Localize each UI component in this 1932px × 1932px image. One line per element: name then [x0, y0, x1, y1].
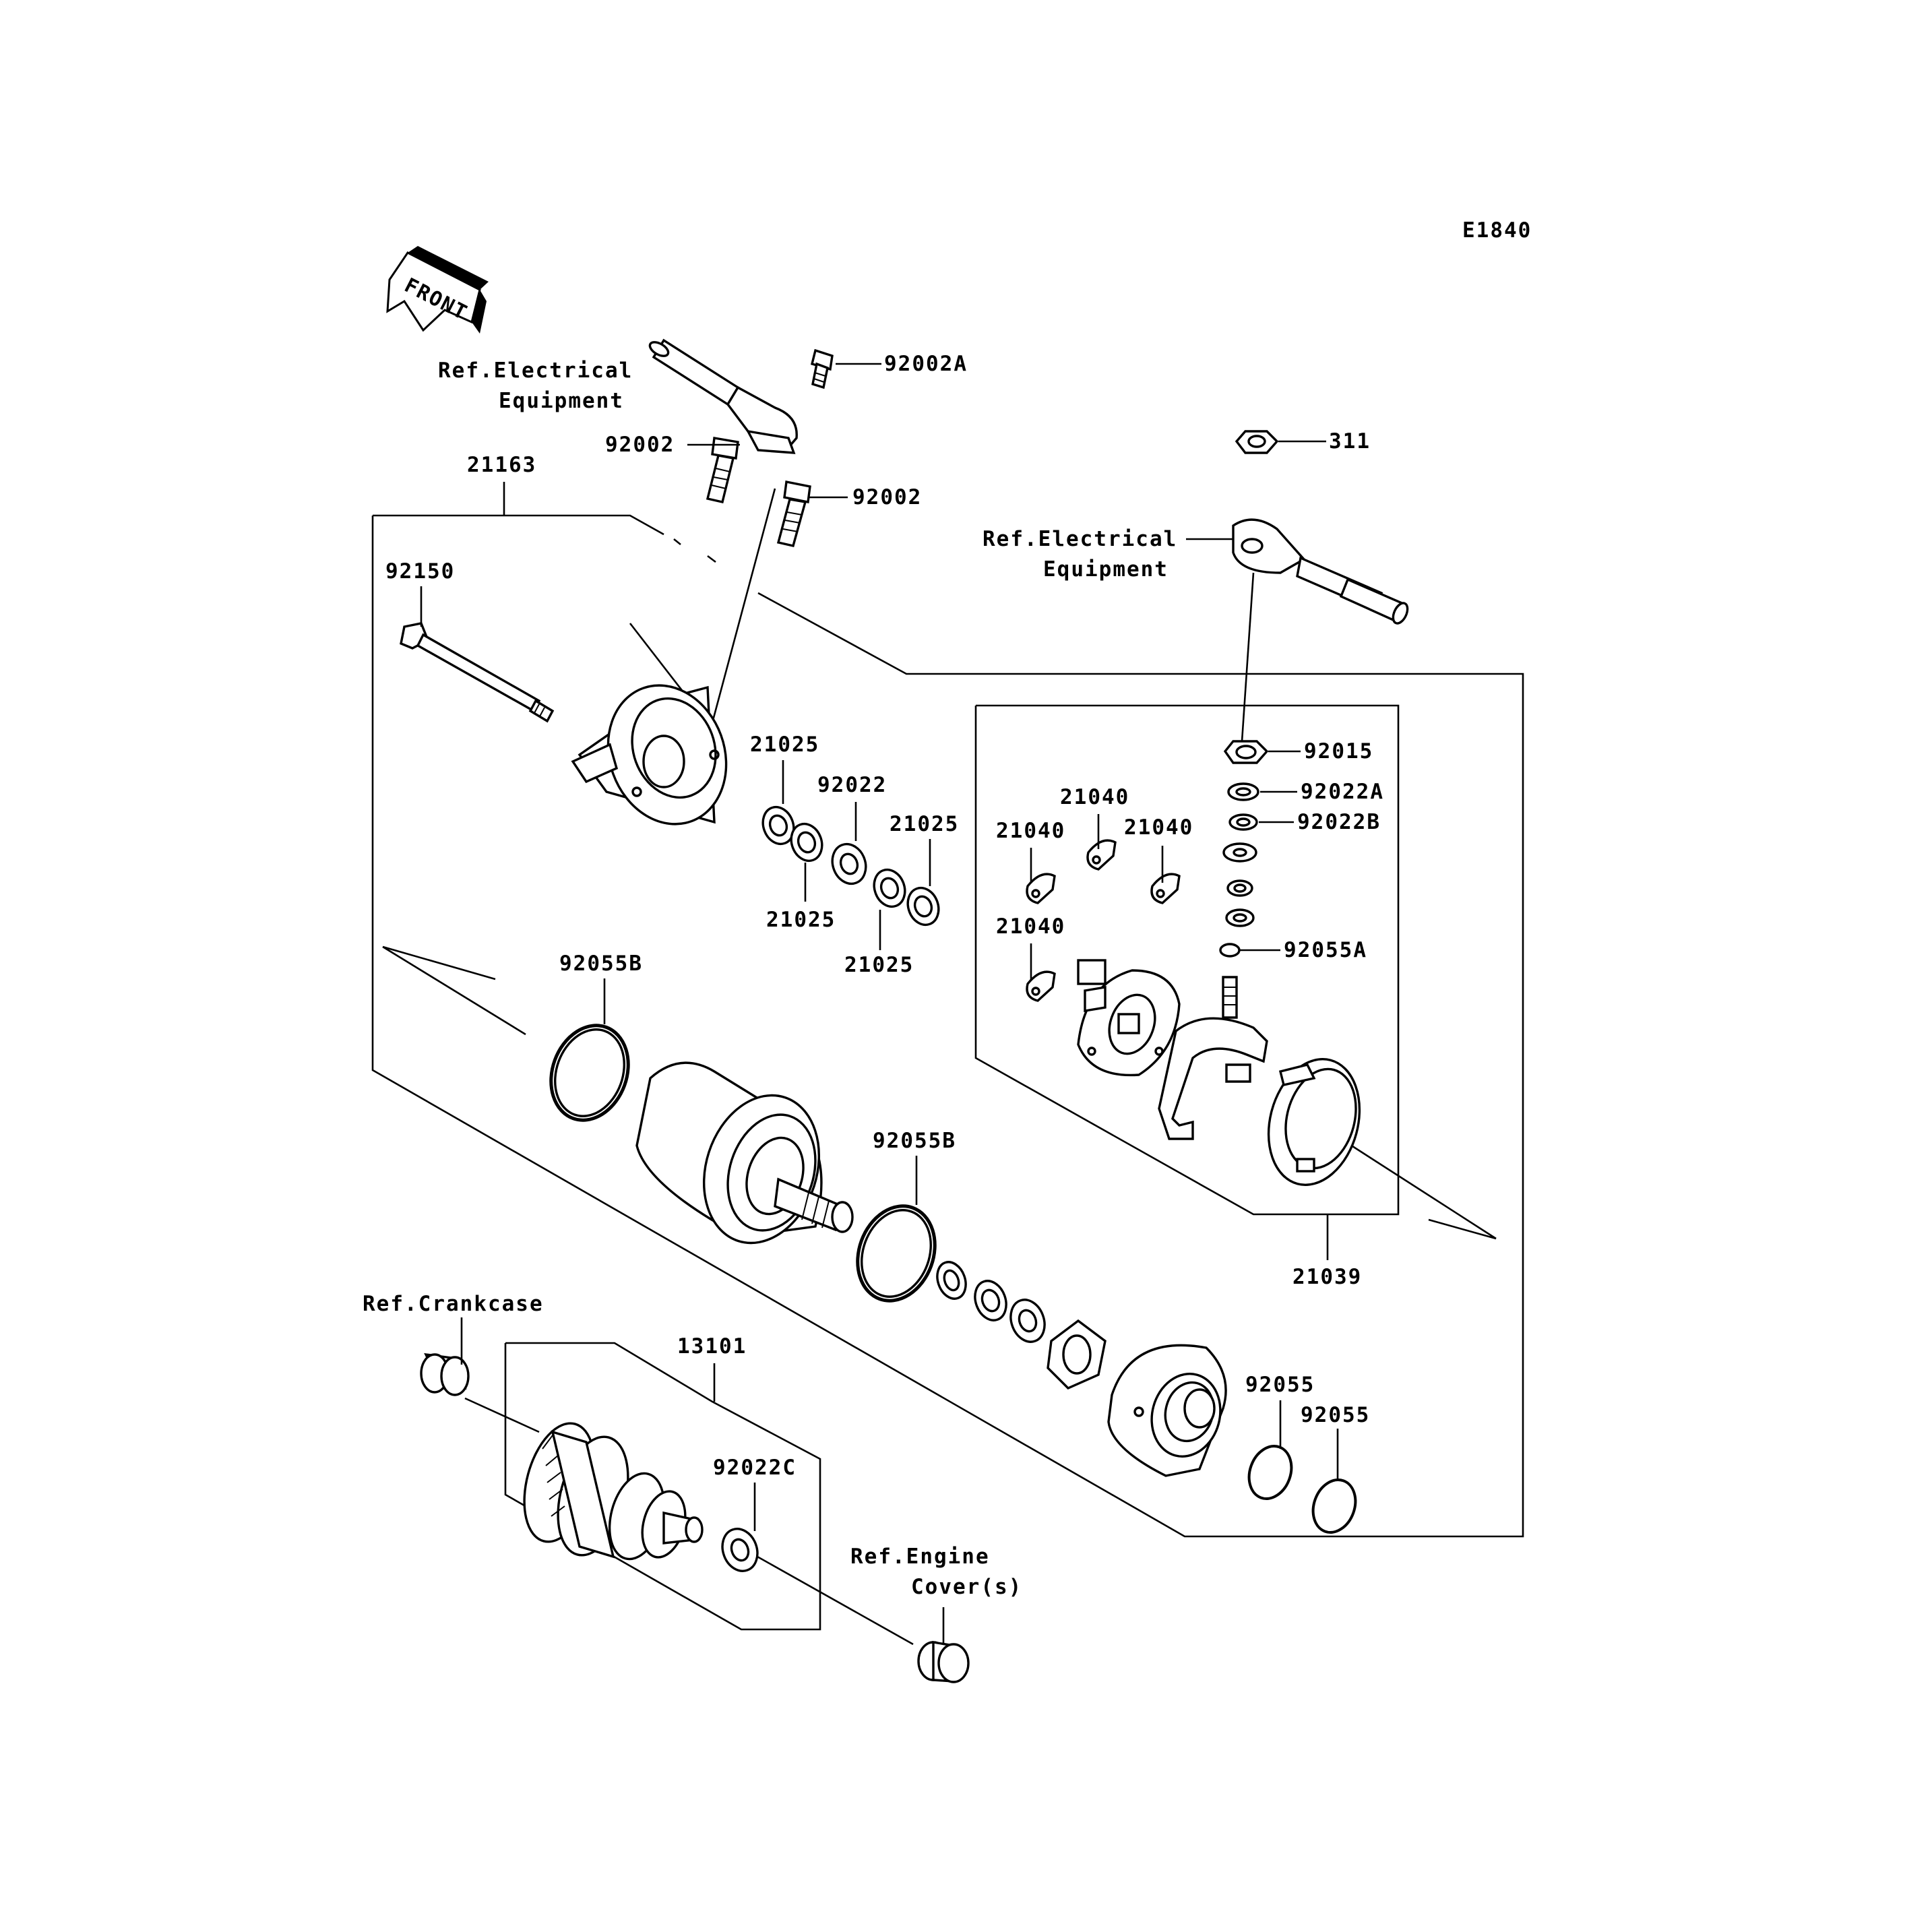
- part-label-21040-d: 21040: [996, 914, 1065, 939]
- crankcase-bushing: [420, 1352, 470, 1396]
- part-label-92002A: 92002A: [884, 352, 968, 376]
- o-ring-92055-a: [1247, 1445, 1293, 1500]
- washer-stack-3: [1225, 908, 1255, 927]
- diagram-code: E1840: [1462, 218, 1532, 243]
- part-label-92055B-middle: 92055B: [873, 1129, 956, 1153]
- part-label-21039: 21039: [1292, 1265, 1362, 1289]
- part-label-92022A: 92022A: [1301, 780, 1384, 804]
- washers-21025-92022: [761, 805, 940, 927]
- washer-hole: [1233, 913, 1247, 923]
- cable-right: [1232, 518, 1409, 625]
- washer-92022B: [1228, 813, 1258, 831]
- ref-engine-cover-line2: Cover(s): [911, 1575, 1022, 1599]
- assembly-frame-21039: [974, 704, 1400, 1216]
- washers-front: [936, 1261, 1107, 1390]
- o-ring-92055A: [1219, 943, 1241, 958]
- part-label-21025-a: 21025: [750, 733, 819, 757]
- ref-electrical-right-line1: Ref.Electrical: [983, 527, 1177, 551]
- washer-hole: [1235, 787, 1251, 797]
- washer-stack-1: [1222, 842, 1257, 863]
- part-label-21040-c: 21040: [1124, 815, 1193, 840]
- brush-spring-21040-b: [1086, 839, 1117, 871]
- part-label-92002-b: 92002: [852, 485, 922, 509]
- terminal-bracket: [1158, 976, 1268, 1140]
- bolt-92002-left: [706, 437, 739, 504]
- part-label-92022B: 92022B: [1297, 810, 1381, 834]
- o-ring-92055-b: [1311, 1478, 1357, 1534]
- o-ring-92055B-left: [549, 1024, 630, 1122]
- washer-hole: [730, 1538, 750, 1562]
- brush-spring-21040-d: [1026, 970, 1056, 1002]
- cable-left: [648, 338, 798, 454]
- brush-plate: [1077, 959, 1181, 1077]
- part-label-21025-d: 21025: [844, 953, 914, 977]
- washer-hole: [1233, 883, 1247, 893]
- part-label-92055B-left: 92055B: [559, 952, 643, 976]
- part-label-21025-b: 21025: [890, 812, 959, 836]
- part-label-92055-a: 92055: [1245, 1373, 1315, 1397]
- washer-hole: [1233, 848, 1247, 857]
- part-label-311: 311: [1329, 429, 1371, 454]
- part-label-92055-b: 92055: [1301, 1403, 1370, 1427]
- o-ring-inner: [554, 1028, 625, 1117]
- front-arrow-icon: FRONT: [386, 246, 489, 334]
- bolt-92002-right: [776, 480, 811, 548]
- part-label-92022: 92022: [817, 773, 887, 797]
- washer-hole: [1236, 817, 1251, 827]
- washer-92022A: [1227, 782, 1259, 801]
- idle-gear-13101: [523, 1422, 704, 1561]
- assembly-frame-21163: [371, 514, 1524, 1538]
- part-label-92055A: 92055A: [1284, 938, 1367, 962]
- part-label-21025-c: 21025: [766, 908, 836, 932]
- brush-spring-21040-a: [1026, 873, 1056, 904]
- part-label-21040-a: 21040: [996, 819, 1065, 843]
- leader-lines: [420, 363, 1339, 1644]
- o-ring-inner: [861, 1209, 932, 1298]
- ref-electrical-right-line2: Equipment: [1043, 557, 1168, 582]
- o-ring-92055B-middle: [856, 1204, 937, 1303]
- part-label-21163: 21163: [467, 453, 536, 477]
- front-end-cover: [1107, 1344, 1227, 1477]
- part-label-92150: 92150: [385, 559, 455, 584]
- guide-lines: [382, 488, 1497, 1646]
- yoke-ring: [1267, 1058, 1361, 1186]
- ref-electrical-left-line2: Equipment: [499, 389, 624, 413]
- motor-yoke: [635, 1061, 854, 1245]
- nut-311: [1235, 430, 1279, 454]
- ref-electrical-left-line1: Ref.Electrical: [438, 359, 633, 383]
- part-label-92002-a: 92002: [605, 433, 675, 457]
- washer-stack-2: [1226, 879, 1253, 897]
- rear-end-cover: [571, 684, 728, 825]
- engine-cover-bushing: [917, 1640, 970, 1683]
- part-label-92022C: 92022C: [713, 1456, 797, 1480]
- long-bolt-92150: [400, 622, 555, 723]
- ref-crankcase: Ref.Crankcase: [363, 1292, 544, 1316]
- part-label-21040-b: 21040: [1060, 785, 1129, 809]
- nut-92015: [1223, 740, 1269, 764]
- washer-92022C: [721, 1528, 759, 1572]
- bolt-92002A: [810, 348, 834, 389]
- part-label-92015: 92015: [1304, 739, 1373, 764]
- brush-spring-21040-c: [1150, 873, 1181, 904]
- ref-engine-cover-line1: Ref.Engine: [850, 1545, 990, 1569]
- part-label-13101: 13101: [677, 1334, 747, 1359]
